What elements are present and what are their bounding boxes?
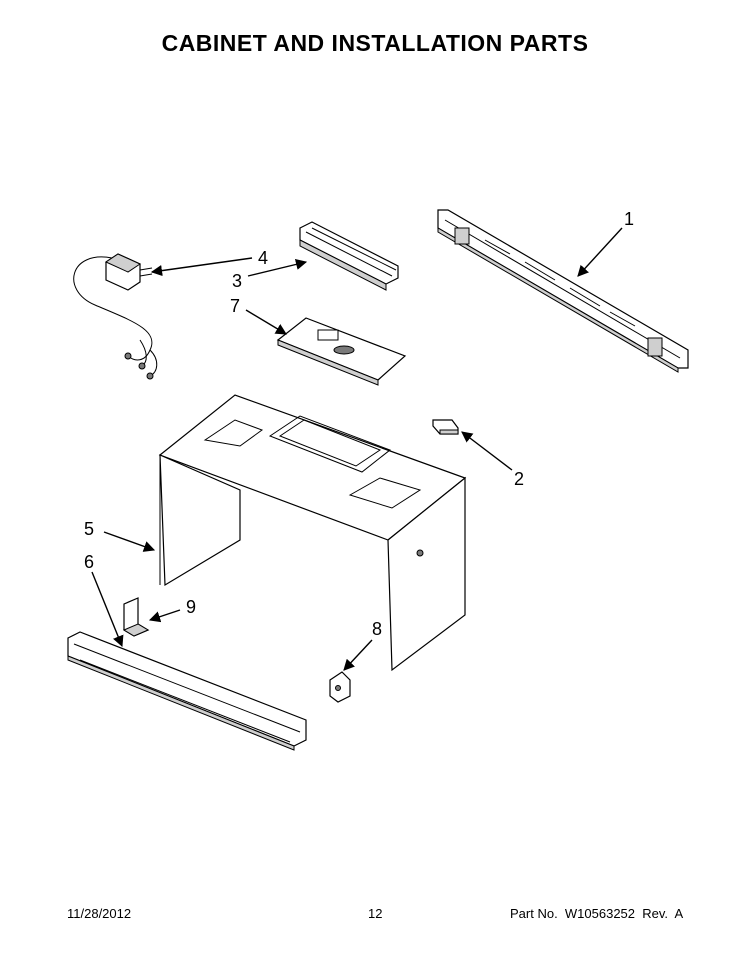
callout-5: 5 — [84, 519, 95, 539]
bracket-8-part — [329, 671, 351, 703]
callout-3: 3 — [232, 271, 243, 291]
callout-4: 4 — [258, 248, 269, 268]
footer-date: 11/28/2012 — [67, 906, 132, 921]
leader-3 — [247, 258, 308, 277]
callout-9: 9 — [186, 597, 197, 617]
cabinet-wrapper-part — [158, 394, 467, 672]
callout-2: 2 — [514, 469, 525, 489]
callout-8: 8 — [372, 619, 383, 639]
leader-2 — [461, 431, 513, 471]
control-plate-part — [276, 317, 407, 386]
leader-lines — [91, 227, 623, 671]
mounting-plate-part — [437, 209, 689, 373]
leader-9 — [148, 609, 181, 623]
leader-5 — [103, 531, 156, 552]
footer-part-number: Part No. W10563252 Rev. A — [510, 906, 684, 921]
leader-1 — [577, 227, 623, 277]
bracket-9-part — [122, 597, 150, 637]
small-clip-part — [432, 419, 459, 435]
footer-page-number: 12 — [368, 906, 383, 921]
callout-7: 7 — [230, 296, 241, 316]
callout-6: 6 — [84, 552, 95, 572]
control-bracket-part — [299, 221, 399, 291]
leader-4 — [150, 257, 253, 277]
leader-8 — [343, 639, 373, 671]
leader-6 — [91, 571, 124, 648]
callout-1: 1 — [624, 209, 635, 229]
vent-grille-part — [67, 631, 307, 751]
power-cord-part — [73, 253, 158, 380]
page-title: CABINET AND INSTALLATION PARTS — [161, 30, 589, 56]
leader-7 — [245, 309, 287, 335]
